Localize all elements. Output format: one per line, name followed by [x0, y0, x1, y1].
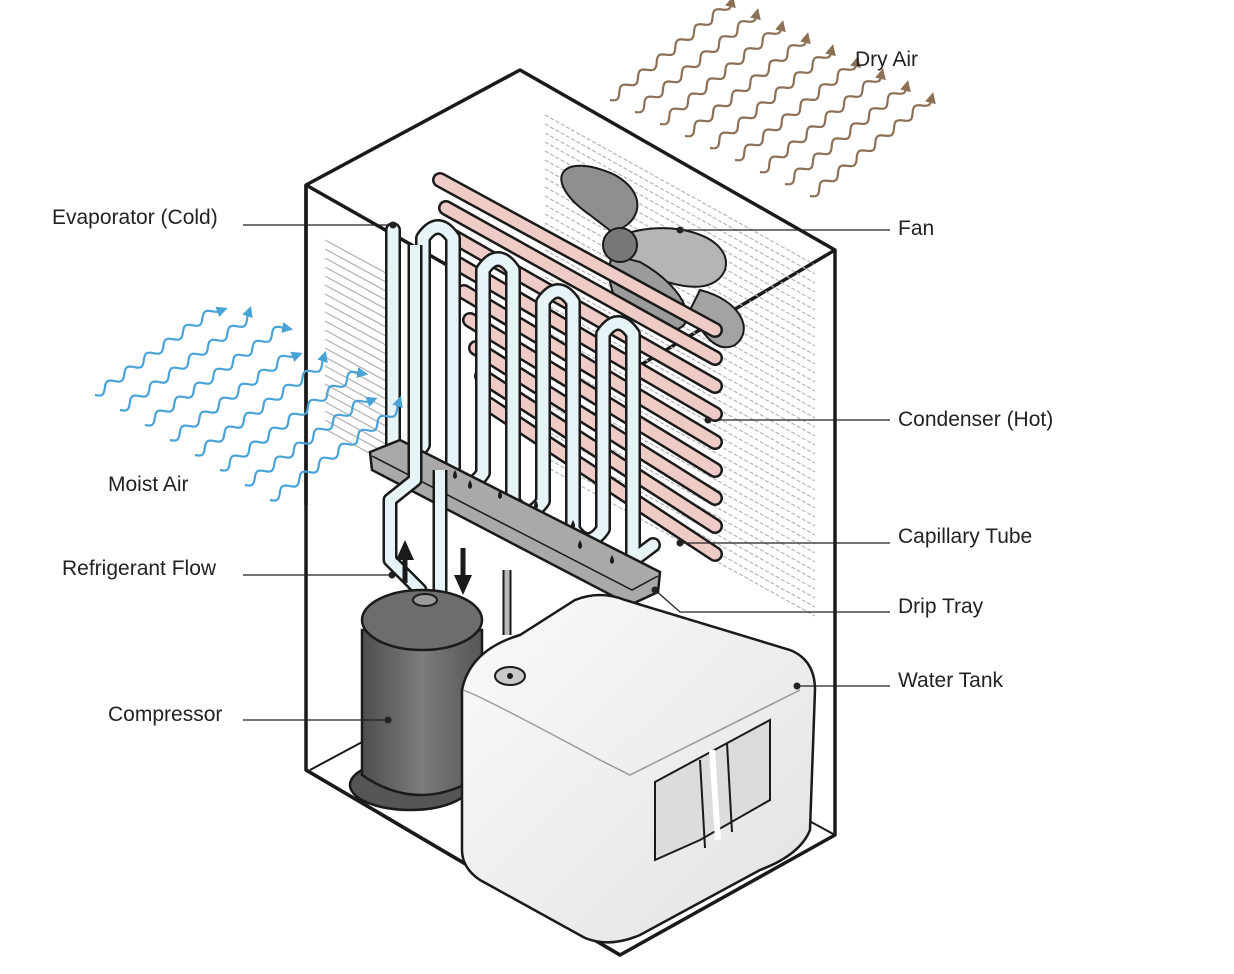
dry-air-flow: [609, 0, 936, 198]
label-refrigerant-flow: Refrigerant Flow: [62, 557, 217, 580]
arrow-down-icon: [454, 548, 472, 595]
label-moist-air: Moist Air: [108, 473, 189, 496]
label-drip-tray: Drip Tray: [898, 595, 984, 618]
moist-air-flow: [94, 305, 403, 502]
label-compressor: Compressor: [108, 703, 222, 726]
labels: Dry Air Evaporator (Cold) Fan Moist Air …: [52, 48, 1053, 726]
label-condenser: Condenser (Hot): [898, 408, 1053, 431]
label-evaporator: Evaporator (Cold): [52, 206, 218, 229]
compressor: [348, 588, 484, 812]
label-water-tank: Water Tank: [898, 669, 1004, 692]
leader-lines: [243, 221, 890, 724]
label-dry-air: Dry Air: [855, 48, 918, 71]
water-tank: [460, 593, 817, 944]
label-capillary-tube: Capillary Tube: [898, 525, 1032, 548]
label-fan: Fan: [898, 217, 934, 240]
arrow-up-icon: [396, 540, 414, 583]
